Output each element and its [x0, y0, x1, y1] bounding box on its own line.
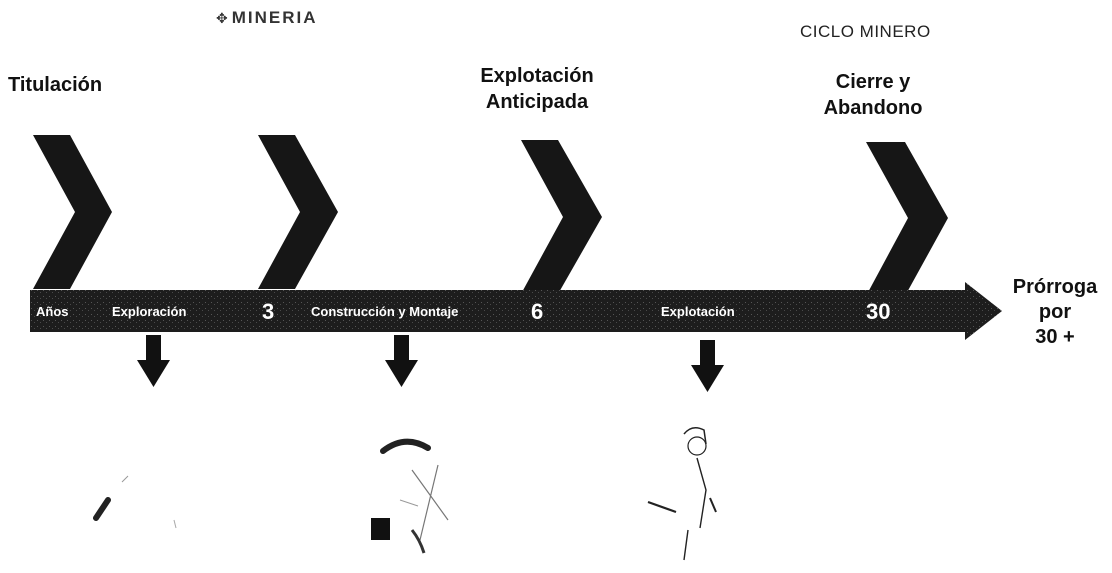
stage-label-line: Cierre y	[835, 71, 911, 93]
timeline-years-label: Años	[36, 304, 69, 319]
mineria-logo: ✥MINERIA	[216, 8, 318, 28]
worker-icon	[93, 475, 177, 529]
stage-label-cierre: Cierre y Abandono	[808, 69, 938, 121]
stage-label-explotacion-anticipada: Explotación Anticipada	[457, 63, 617, 115]
chevron-right-icon	[258, 135, 338, 289]
worker-icon	[647, 427, 717, 561]
leaf-icon: ✥	[216, 10, 230, 26]
worker-icon	[371, 438, 449, 554]
chevron-right-icon	[521, 140, 602, 294]
logo-text: MINERIA	[231, 8, 318, 27]
extension-note: Prórroga por 30 +	[1000, 275, 1110, 350]
timeline-construccion: Construcción y Montaje	[311, 304, 459, 319]
extension-line: por	[1038, 301, 1072, 323]
arrow-down-icon	[385, 335, 418, 387]
cycle-title: CICLO MINERO	[800, 22, 931, 41]
timeline-year-30: 30	[866, 299, 891, 324]
timeline-year-3: 3	[262, 299, 275, 324]
stage-label-titulacion: Titulación	[8, 74, 103, 96]
stage-label-line: Abandono	[823, 97, 923, 119]
timeline-explotacion: Explotación	[661, 304, 735, 319]
extension-line: Prórroga	[1012, 276, 1098, 298]
extension-line: 30 +	[1035, 326, 1075, 348]
stage-label-line: Explotación	[480, 65, 594, 87]
stage-label-line: Anticipada	[485, 91, 589, 113]
arrow-down-icon	[691, 340, 724, 392]
timeline-year-6: 6	[531, 299, 544, 324]
chevron-right-icon	[33, 135, 112, 289]
arrow-down-icon	[137, 335, 170, 387]
chevron-right-icon	[866, 142, 948, 296]
timeline-arrow	[30, 282, 1002, 340]
timeline-exploracion: Exploración	[112, 304, 187, 319]
